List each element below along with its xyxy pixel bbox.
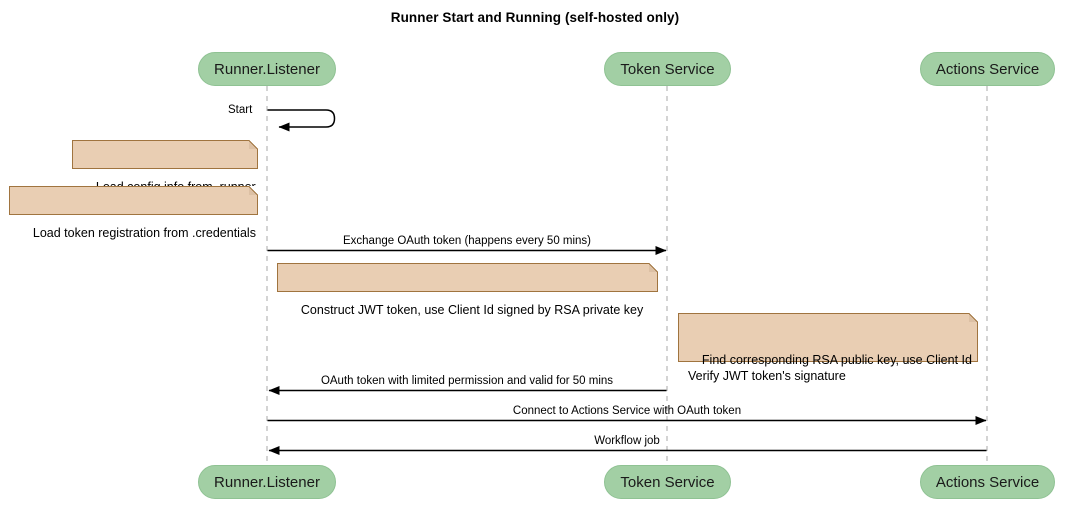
message-label-connect-actions-service: Connect to Actions Service with OAuth to… [512, 405, 742, 417]
participant-label: Actions Service [935, 60, 1040, 78]
note-load-token-registration: Load token registration from .credential… [9, 186, 258, 240]
message-arrow-start-self [267, 109, 336, 132]
participant-label: Token Service [620, 473, 715, 491]
participant-token-service-bottom[interactable]: Token Service [604, 465, 731, 499]
note-fold-corner-icon [249, 140, 258, 149]
note-fold-corner-icon [969, 313, 978, 322]
note-text: Find corresponding RSA public key, use C… [688, 353, 972, 383]
note-construct-jwt-token: Construct JWT token, use Client Id signe… [277, 263, 658, 317]
participant-actions-service-bottom[interactable]: Actions Service [920, 465, 1055, 499]
diagram-title: Runner Start and Running (self-hosted on… [390, 10, 680, 25]
note-text: Construct JWT token, use Client Id signe… [300, 303, 644, 317]
participant-label: Runner.Listener [214, 60, 320, 78]
message-label-exchange-oauth-token: Exchange OAuth token (happens every 50 m… [342, 235, 592, 247]
note-text: Load token registration from .credential… [32, 226, 256, 240]
participant-runner-listener-bottom[interactable]: Runner.Listener [198, 465, 336, 499]
note-fold-corner-icon [249, 186, 258, 195]
participant-label: Actions Service [935, 473, 1040, 491]
participant-label: Token Service [620, 60, 715, 78]
participant-label: Runner.Listener [214, 473, 320, 491]
message-label-oauth-token-response: OAuth token with limited permission and … [320, 375, 614, 387]
message-label-workflow-job: Workflow job [594, 435, 660, 447]
message-label-start: Start [228, 104, 253, 116]
participant-actions-service-top[interactable]: Actions Service [920, 52, 1055, 86]
note-verify-jwt-signature: Find corresponding RSA public key, use C… [678, 313, 978, 383]
participant-runner-listener-top[interactable]: Runner.Listener [198, 52, 336, 86]
note-load-config-info: Load config info from .runner [72, 140, 258, 194]
note-fold-corner-icon [649, 263, 658, 272]
participant-token-service-top[interactable]: Token Service [604, 52, 731, 86]
